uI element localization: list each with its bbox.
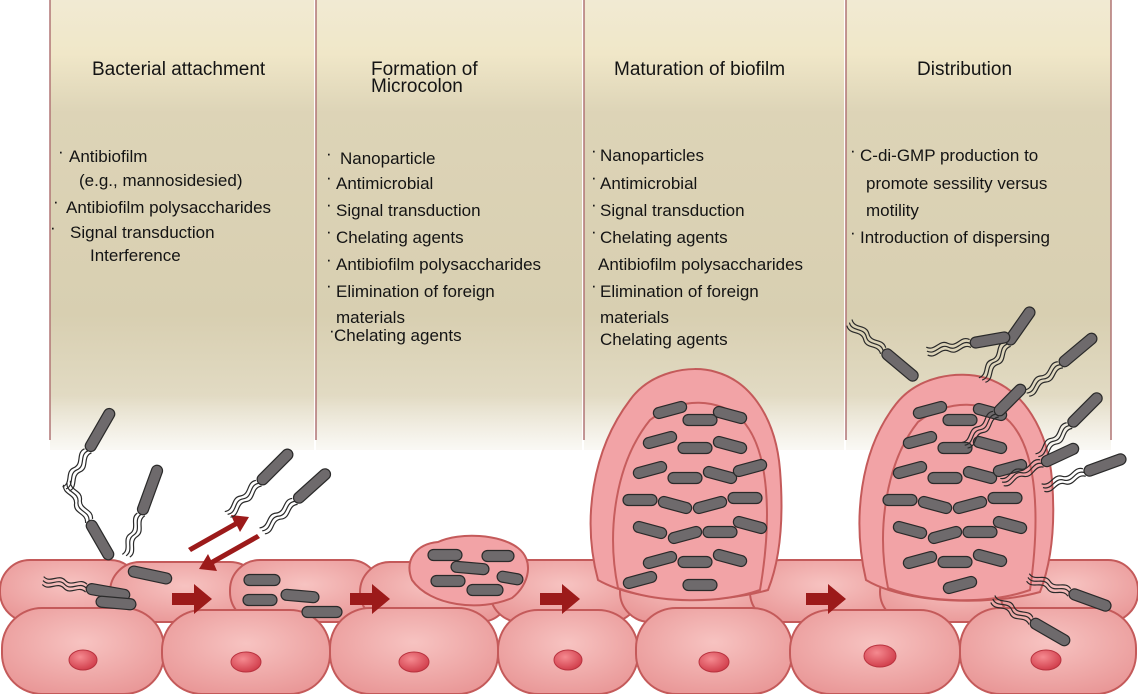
bacterium (302, 607, 342, 618)
nucleus (231, 652, 261, 672)
nucleus (699, 652, 729, 672)
nucleus (399, 652, 429, 672)
intervention-item: Antibiofilm polysaccharides (66, 199, 271, 216)
bacterium (623, 495, 657, 506)
bullet: · (53, 193, 59, 210)
bullet: · (591, 169, 597, 186)
bacterium (668, 473, 702, 484)
bacterium (243, 595, 277, 606)
bullet: · (50, 219, 56, 236)
bullet: · (591, 277, 597, 294)
bacterium (467, 585, 503, 596)
bullet: · (326, 145, 332, 162)
host-cell (636, 608, 792, 694)
bacterium (683, 580, 717, 591)
intervention-item: C-di-GMP production to (860, 147, 1038, 164)
bullet: · (850, 142, 856, 159)
nucleus (69, 650, 97, 670)
intervention-item: Signal transduction (600, 202, 745, 219)
bullet: · (326, 277, 332, 294)
bacterium (121, 464, 165, 558)
intervention-item: promote sessility versus (866, 175, 1047, 192)
intervention-item: motility (866, 202, 919, 219)
intervention-item: Interference (90, 247, 181, 264)
host-cell (330, 608, 498, 694)
intervention-item: Elimination of foreign (336, 283, 495, 300)
intervention-item: (e.g., mannosidesied) (79, 172, 242, 189)
bacterium (482, 551, 514, 562)
nucleus (1031, 650, 1061, 670)
intervention-item: Introduction of dispersing (860, 229, 1050, 246)
bacterium (703, 527, 737, 538)
intervention-item: Chelating agents (600, 331, 728, 348)
bacterium (683, 415, 717, 426)
stage-title-maturation: Maturation of biofilm (614, 60, 785, 79)
intervention-item: Antimicrobial (600, 175, 697, 192)
intervention-item: materials (336, 309, 405, 326)
bacterium (988, 493, 1022, 504)
intervention-item: Antimicrobial (336, 175, 433, 192)
bullet: · (591, 142, 597, 159)
bullet: · (850, 224, 856, 241)
bacterium (943, 415, 977, 426)
stage-title-attachment: Bacterial attachment (92, 60, 265, 79)
bullet: · (326, 251, 332, 268)
intervention-item: materials (600, 309, 669, 326)
bacterium (678, 443, 712, 454)
bullet: · (58, 143, 64, 160)
bullet: · (326, 223, 332, 240)
bacterium (678, 557, 712, 568)
bacterium (431, 576, 465, 587)
intervention-item: Signal transduction (336, 202, 481, 219)
bacterium (244, 575, 280, 586)
intervention-item: Antibiofilm (69, 148, 147, 165)
intervention-item: Elimination of foreign (600, 283, 759, 300)
bullet: · (591, 223, 597, 240)
intervention-item: Chelating agents (336, 229, 464, 246)
bacterium (728, 493, 762, 504)
intervention-item: Chelating agents (334, 327, 462, 344)
intervention-item: Chelating agents (600, 229, 728, 246)
stage-title-microcolony-line2: Microcolon (371, 77, 463, 96)
intervention-item: Signal transduction (70, 224, 215, 241)
intervention-item: Antibiofilm polysaccharides (336, 256, 541, 273)
stage-title-distribution: Distribution (917, 60, 1012, 79)
intervention-item: Antibiofilm polysaccharides (598, 256, 803, 273)
intervention-item: Nanoparticles (600, 147, 704, 164)
nucleus (554, 650, 582, 670)
bacterium (428, 550, 462, 561)
intervention-item: Nanoparticle (340, 150, 435, 167)
bullet: · (591, 196, 597, 213)
bacterium (883, 495, 917, 506)
bacterium (938, 557, 972, 568)
bacterium (963, 527, 997, 538)
nucleus (864, 645, 896, 667)
bacterium (62, 480, 116, 562)
bullet: · (326, 196, 332, 213)
bacterium (928, 473, 962, 484)
bullet: · (326, 169, 332, 186)
